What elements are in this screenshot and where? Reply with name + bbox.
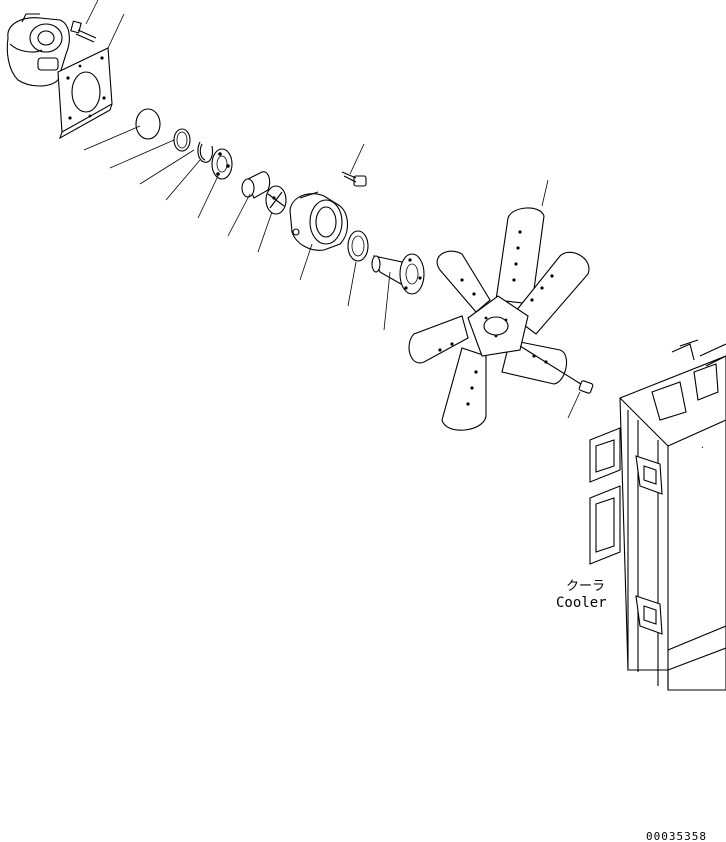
cooler-label-english: Cooler bbox=[556, 595, 607, 611]
drawing-number: 00035358 bbox=[646, 830, 707, 842]
callout-leaders bbox=[83, 0, 581, 419]
fan-bolt bbox=[519, 345, 594, 394]
snap-ring-2 bbox=[197, 141, 214, 163]
housing-bolt bbox=[341, 171, 367, 187]
rubber-coupling bbox=[265, 185, 287, 215]
snap-ring-1 bbox=[173, 128, 191, 152]
coupling-flange bbox=[211, 148, 233, 180]
hydraulic-motor bbox=[6, 13, 70, 87]
sleeve-bushing bbox=[241, 171, 271, 199]
fan-shaft-hub bbox=[371, 253, 425, 295]
motor-bolt bbox=[70, 20, 97, 43]
seal-ring bbox=[347, 230, 369, 262]
mounting-plate bbox=[57, 47, 113, 140]
cooling-fan bbox=[408, 207, 590, 431]
o-ring-disc bbox=[135, 108, 161, 140]
fan-housing bbox=[289, 191, 349, 251]
cooler-label-japanese: クーラ bbox=[566, 579, 605, 594]
cooler-mark: · bbox=[700, 443, 705, 452]
cooler-assembly: · bbox=[589, 339, 726, 691]
